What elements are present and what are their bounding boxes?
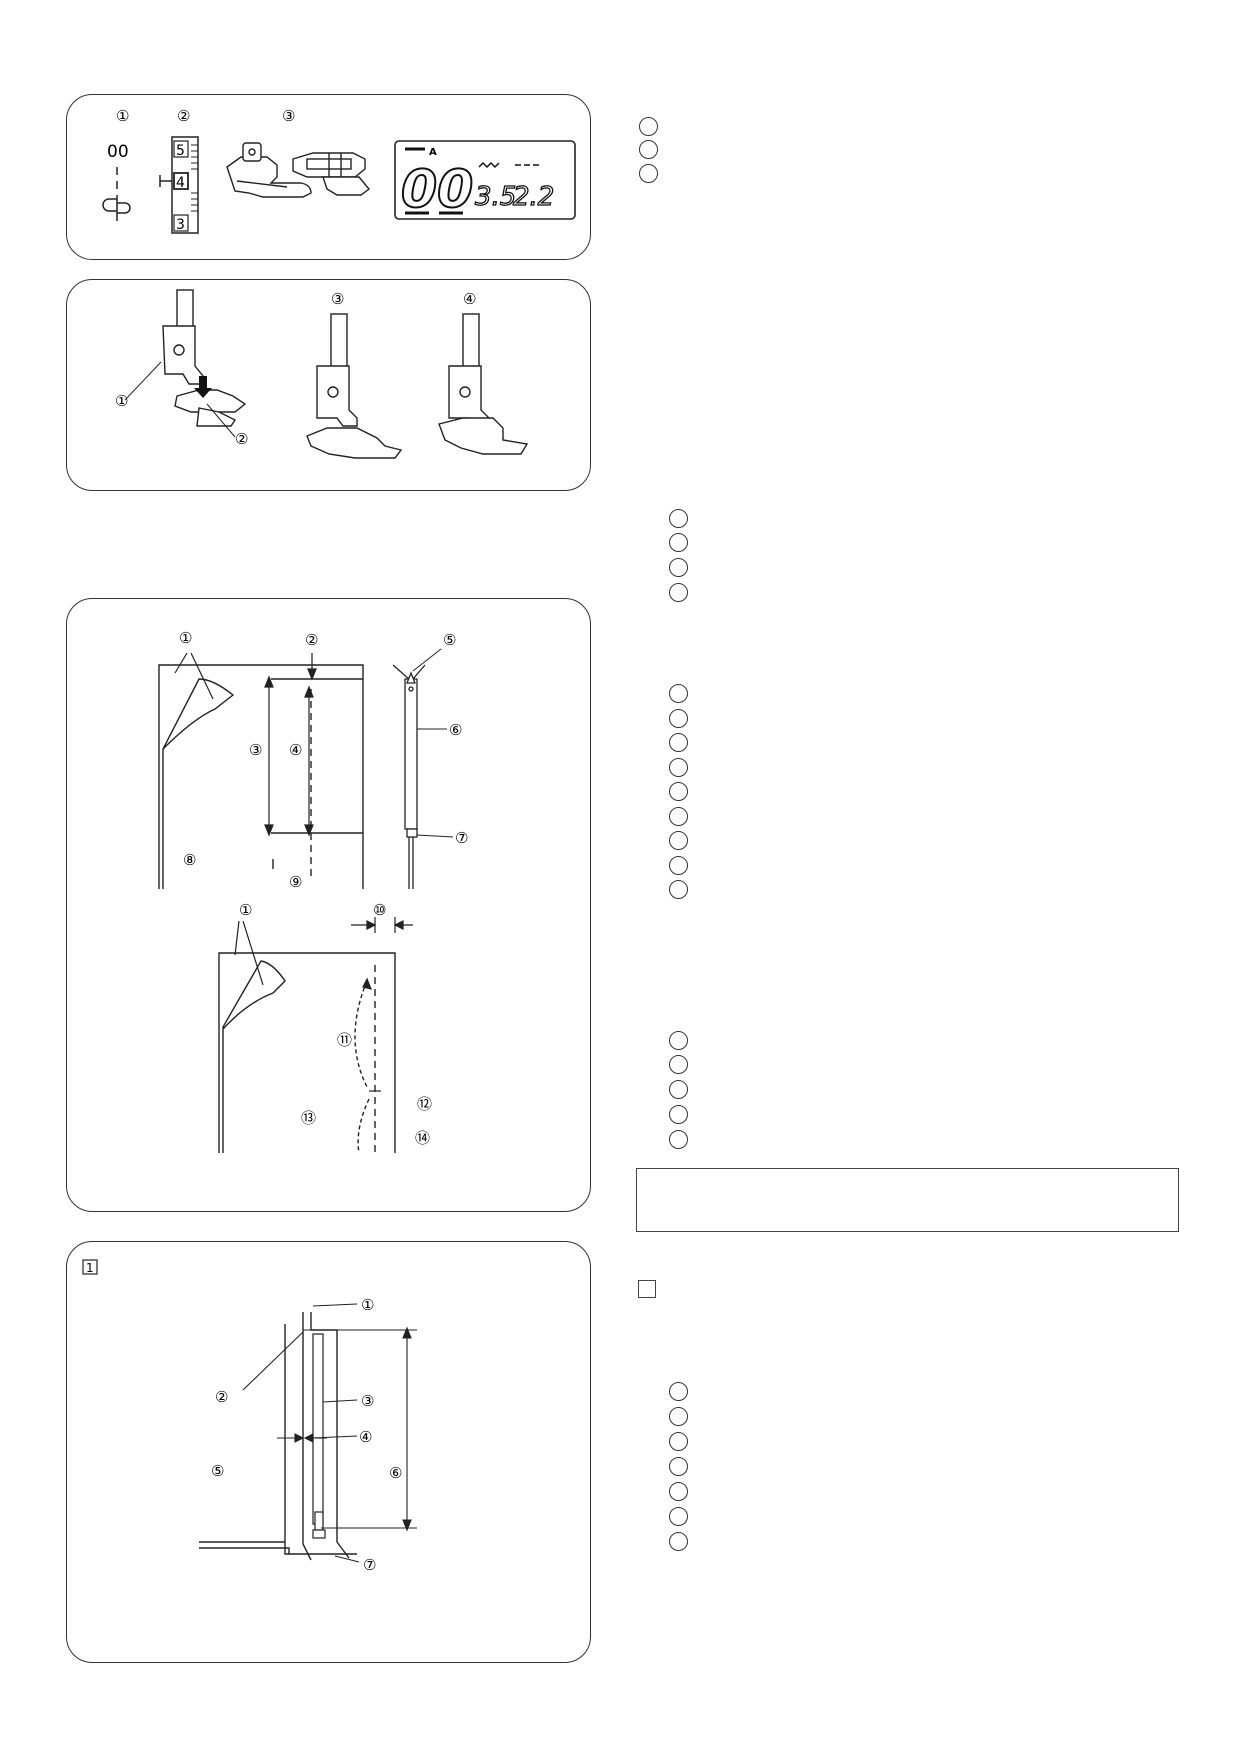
legend-circle [639,117,658,136]
zipper-foot-attached-icon [438,313,529,455]
label-2: ② [215,1388,228,1406]
label-3: ③ [282,107,295,125]
zipper-prep-illustration: ① ② ③ ④ ⑤ ⑥ ⑦ ⑧ ⑨ ① ⑩ ⑪ ⑫ ⑬ ⑭ [158,629,468,1154]
lcd-stitch-width: 3.5 [475,182,516,212]
label-1: ① [179,629,192,647]
legend-circle [669,583,688,602]
label-1: ① [116,107,129,125]
zigzag-foot-attached-icon [306,313,403,459]
label-7: ⑦ [363,1556,376,1574]
presser-foot-dial-icon: 5 4 3 [159,136,199,234]
legend-circle [669,1482,688,1501]
label-13: ⑬ [301,1109,316,1127]
label-11: ⑪ [337,1031,352,1049]
legend-circle [669,1532,688,1551]
label-2: ② [235,430,248,448]
pattern-number: 00 [107,142,129,162]
label-4: ④ [289,741,302,759]
label-5: ⑤ [443,631,456,649]
label-8: ⑧ [183,851,196,869]
legend-circle [669,1457,688,1476]
label-12: ⑫ [417,1095,432,1113]
zipper-teeth-icon [312,1333,326,1539]
attach-foot-illustration: ① ② ③ ④ [115,289,529,459]
legend-circle [669,1130,688,1149]
label-1: ① [115,392,128,410]
legend-circle [669,1031,688,1050]
legend-circle [669,1055,688,1074]
note-box [636,1168,1179,1232]
legend-circle [669,1382,688,1401]
legend-circle [669,533,688,552]
label-6: ⑥ [449,721,462,739]
lcd-corner-letter: A [429,147,437,158]
legend-circle [669,558,688,577]
legend-circle [669,733,688,752]
panel-zipper-prep: ① ② ③ ④ ⑤ ⑥ ⑦ ⑧ ⑨ ① ⑩ ⑪ ⑫ ⑬ ⑭ [66,598,591,1212]
lcd-pattern-number: 00 [401,160,473,220]
label-14: ⑭ [415,1129,430,1147]
legend-circle [669,1432,688,1451]
lcd-stitch-length: 2.2 [513,182,554,212]
panel-zipper-sewing: 1 ① ② [66,1241,591,1663]
legend-circle [669,684,688,703]
label-2: ② [305,631,318,649]
down-arrow-icon [194,376,212,398]
legend-circle [669,856,688,875]
label-9: ⑨ [289,873,302,891]
panel-attach-foot: ① ② ③ ④ [66,279,591,491]
dial-value-3: 3 [176,217,185,233]
legend-circle [639,164,658,183]
zipper-foot-icon [292,152,371,196]
legend-circle [669,831,688,850]
settings-illustration: ① ② ③ 00 5 4 3 [102,107,576,234]
label-1: ① [361,1296,374,1314]
label-1-bottom: ① [239,901,252,919]
label-7: ⑦ [455,829,468,847]
label-3: ③ [331,290,344,308]
zigzag-foot-icon [226,142,312,198]
dial-value-5: 5 [176,143,185,159]
straight-stitch-icon [102,167,131,221]
step-number: 1 [86,1261,94,1275]
zipper-icon [392,664,426,889]
label-5: ⑤ [211,1462,224,1480]
label-4: ④ [359,1428,372,1446]
legend-circle [669,1105,688,1124]
legend-circle [669,758,688,777]
label-4: ④ [463,290,476,308]
zipper-sewing-illustration: 1 ① ② [82,1259,417,1574]
legend-circle [669,1080,688,1099]
legend-circle [639,140,658,159]
label-10: ⑩ [373,901,386,919]
label-3: ③ [361,1392,374,1410]
label-6: ⑥ [389,1464,402,1482]
label-2: ② [177,107,190,125]
label-3: ③ [249,741,262,759]
lcd-display: A 00 3.5 2.2 [394,140,576,221]
legend-circle [669,1507,688,1526]
panel-settings: ① ② ③ 00 5 4 3 [66,94,591,260]
dial-value-4: 4 [176,175,185,191]
legend-circle [669,509,688,528]
legend-circle [669,782,688,801]
legend-circle [669,709,688,728]
step-square [638,1280,656,1298]
legend-circle [669,1407,688,1426]
legend-circle [669,880,688,899]
foot-holder-icon [162,289,247,427]
legend-circle [669,807,688,826]
